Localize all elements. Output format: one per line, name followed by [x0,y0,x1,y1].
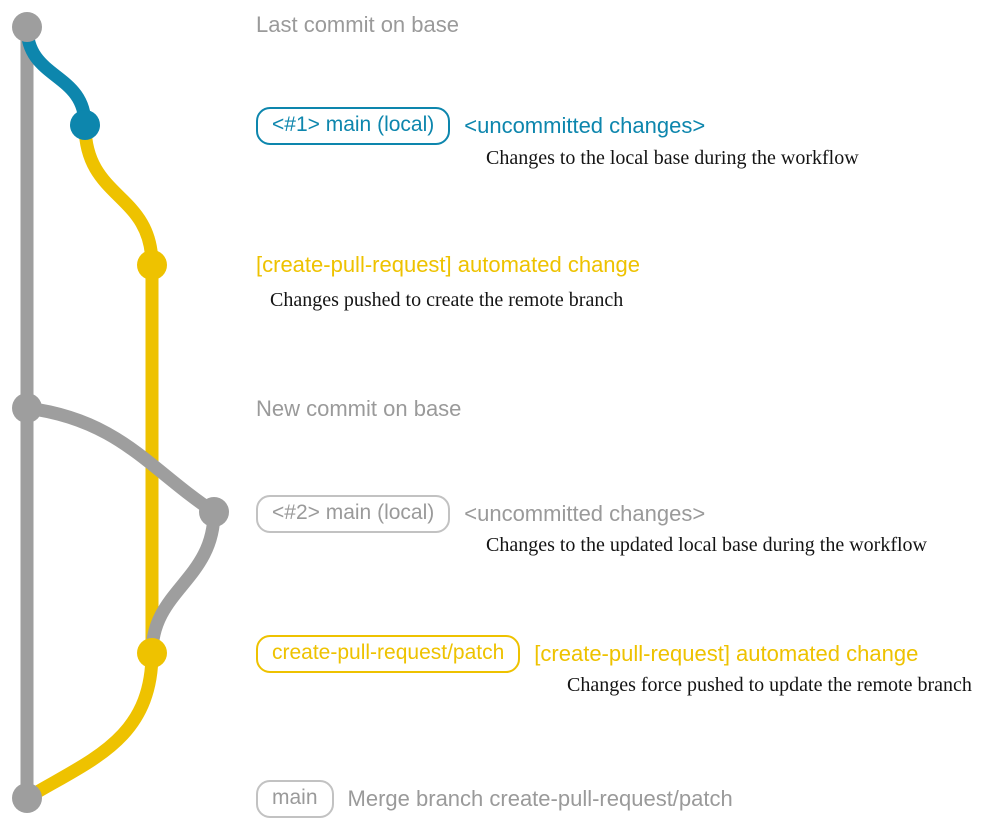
commit-title: Last commit on base [256,12,459,37]
row-new-commit-on-base: New commit on base [256,396,461,422]
local-branch-edge-1 [20,20,92,132]
commit-description-automated-change-2: Changes force pushed to update the remot… [567,674,972,696]
local-branch-edge-2 [20,401,221,519]
commit-description-local-main-2: Changes to the updated local base during… [486,534,927,556]
commit-title: Merge branch create-pull-request/patch [347,786,733,811]
merge-edge [20,646,159,805]
local-commit-1-node[interactable] [70,110,100,140]
merge-commit-node[interactable] [12,783,42,813]
branch-badge-main[interactable]: main [256,780,334,818]
row-automated-change-2: create-pull-request/patch [create-pull-r… [256,635,918,673]
branch-badge-local-main-2[interactable]: <#2> main (local) [256,495,451,533]
remote-commit-2-node[interactable] [137,638,167,668]
local-commit-2-node[interactable] [199,497,229,527]
commit-title: [create-pull-request] automated change [256,252,641,277]
remote-branch-edge-1 [78,118,159,272]
branch-badge-create-pull-request-patch[interactable]: create-pull-request/patch [256,635,521,673]
commit-title: [create-pull-request] automated change [534,641,919,666]
row-automated-change-1: [create-pull-request] automated change [256,252,640,278]
remote-commit-1-node[interactable] [137,250,167,280]
commit-description-automated-change-1: Changes pushed to create the remote bran… [270,289,624,311]
base-head-node[interactable] [12,12,42,42]
commit-description-local-main-1: Changes to the local base during the wor… [486,147,859,169]
branch-badge-local-main-1[interactable]: <#1> main (local) [256,107,451,145]
base-new-commit-node[interactable] [12,393,42,423]
commit-title: <uncommitted changes> [464,501,706,526]
row-last-commit-on-base: Last commit on base [256,12,459,38]
commit-title: New commit on base [256,396,462,421]
local-to-remote-edge-2 [145,505,221,660]
commit-title: <uncommitted changes> [464,113,706,138]
row-local-main-1: <#1> main (local) <uncommitted changes> [256,107,705,145]
row-merge-commit: main Merge branch create-pull-request/pa… [256,780,733,818]
row-local-main-2: <#2> main (local) <uncommitted changes> [256,495,705,533]
